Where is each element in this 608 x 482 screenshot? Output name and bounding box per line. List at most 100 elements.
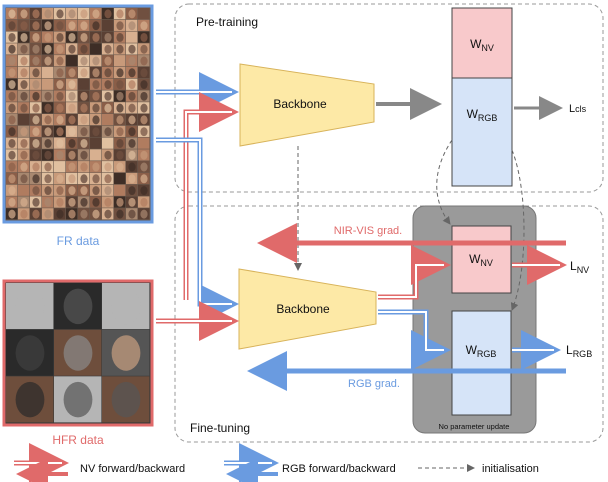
face-shape [80,91,88,101]
face-shape [20,9,28,19]
face-shape [8,68,16,78]
face-shape [140,103,148,113]
face-shape [44,32,52,42]
face-shape [128,21,136,31]
hfr-data-image [2,279,154,427]
loss-nv: LNV [570,259,589,275]
face-shape [116,68,124,78]
face-shape [92,80,100,90]
head-w-rgb-top-label: WRGB [467,107,498,123]
face-shape [92,174,100,184]
face-shape [56,138,64,148]
face-shape [32,9,40,19]
face-shape [68,32,76,42]
init-arrow-w-nv [436,139,453,225]
face-shape [20,162,28,172]
face-shape [8,127,16,137]
face-shape [116,32,124,42]
face-shape [8,56,16,66]
face-shape [20,91,28,101]
face-shape [32,56,40,66]
face-shape [104,103,112,113]
face-shape [20,56,28,66]
face-shape [116,209,124,219]
face-shape [15,288,45,325]
face-shape [32,115,40,125]
face-shape [56,150,64,160]
face-shape [56,80,64,90]
face-shape [8,80,16,90]
face-shape [20,186,28,196]
backbone-bottom [238,268,377,350]
face-shape [116,21,124,31]
face-shape [56,103,64,113]
face-shape [80,103,88,113]
face-shape [92,56,100,66]
face-shape [8,138,16,148]
face-shape [8,44,16,54]
face-shape [20,174,28,184]
face-shape [128,103,136,113]
face-shape [68,21,76,31]
face-shape [128,56,136,66]
face-shape [92,150,100,160]
legend: NV forward/backward RGB forward/backward… [14,443,539,482]
face-shape [20,103,28,113]
face-shape [104,68,112,78]
face-shape [140,150,148,160]
head-w-nv-bottom [451,225,512,294]
face-shape [68,44,76,54]
fr-data-image [2,4,154,224]
face-shape [116,186,124,196]
face-shape [20,80,28,90]
face-shape [92,91,100,101]
face-shape [56,91,64,101]
face-shape [116,127,124,137]
face-shape [104,21,112,31]
face-shape [80,21,88,31]
face-shape [128,197,136,207]
face-shape [140,44,148,54]
face-shape [80,138,88,148]
face-shape [56,32,64,42]
face-shape [92,9,100,19]
face-shape [128,162,136,172]
fr-data-label: FR data [57,234,100,248]
face-shape [44,9,52,19]
face-shape [92,186,100,196]
face-shape [116,56,124,66]
face-shape [8,103,16,113]
face-shape [92,21,100,31]
face-shape [8,91,16,101]
face-shape [111,288,141,325]
face-shape [116,174,124,184]
finetuning-label: Fine-tuning [190,421,250,435]
face-shape [32,44,40,54]
face-shape [20,209,28,219]
face-shape [68,127,76,137]
face-shape [140,115,148,125]
face-shape [20,197,28,207]
legend-nv-label: NV forward/backward [80,463,185,475]
face-shape [68,68,76,78]
face-shape [20,32,28,42]
face-shape [56,174,64,184]
face-shape [92,103,100,113]
face-shape [116,115,124,125]
face-shape [140,91,148,101]
face-shape [80,162,88,172]
face-shape [56,162,64,172]
face-shape [8,21,16,31]
face-shape [92,68,100,78]
face-shape [44,162,52,172]
face-shape [116,162,124,172]
face-shape [80,209,88,219]
face-shape [111,381,141,418]
face-shape [44,44,52,54]
face-shape [80,150,88,160]
face-shape [32,162,40,172]
backbone-top [239,63,375,147]
face-shape [128,91,136,101]
pretraining-label: Pre-training [196,15,258,29]
face-shape [140,162,148,172]
